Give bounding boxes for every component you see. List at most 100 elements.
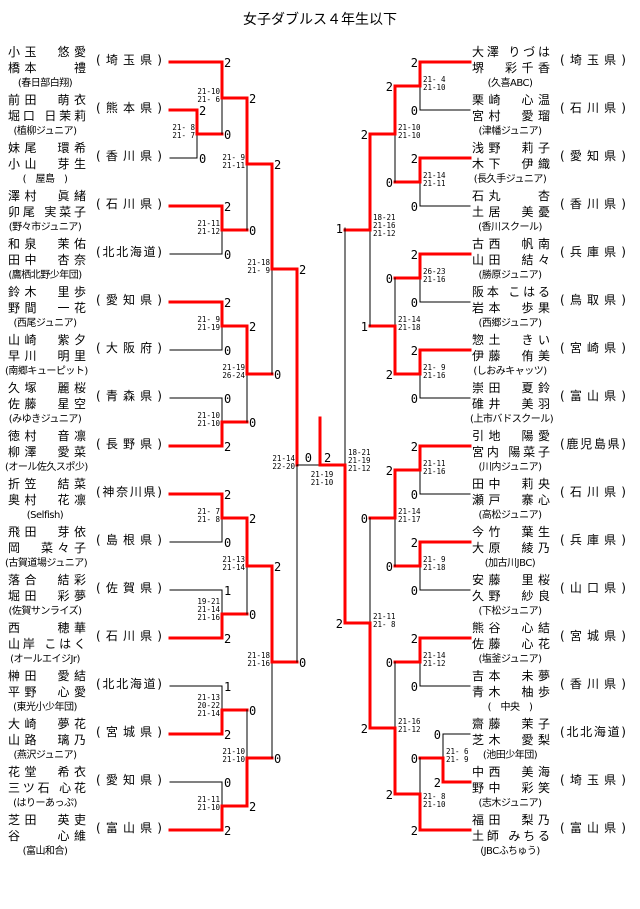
player-name: 飛田 芽依 <box>8 525 86 539</box>
player-name: 岡 菜々子 <box>8 541 86 555</box>
game-score: 21- 9 <box>222 153 245 162</box>
game-score: 21-12 <box>348 464 371 473</box>
set-count: 2 <box>224 728 231 742</box>
game-score: 18-21 <box>373 213 396 222</box>
game-score: 21-10 <box>398 123 421 132</box>
player-name: 田中 杏奈 <box>8 253 86 267</box>
set-count: 0 <box>299 656 306 670</box>
club-name: (佐賀サンライズ) <box>8 606 82 617</box>
game-score: 21- 9 <box>446 755 469 764</box>
set-count: 2 <box>224 824 231 838</box>
set-count: 2 <box>249 512 256 526</box>
game-score: 21- 8 <box>172 123 195 132</box>
player-name: 澤村 眞緒 <box>8 189 86 203</box>
player-name: 小山 芽生 <box>8 157 86 171</box>
set-count: 2 <box>274 158 281 172</box>
set-count: 2 <box>411 152 418 166</box>
player-name: 早川 明里 <box>8 349 86 363</box>
right-team-entry: 田中 莉央瀬戸 寨心(高松ジュニア)(石川県) <box>468 477 638 525</box>
set-count: 2 <box>386 368 393 382</box>
game-score: 21-10 <box>197 803 220 812</box>
club-name: ( 中央 ) <box>487 702 533 713</box>
right-team-entry: 熊谷 心結佐藤 心花(塩釜ジュニア)(宮城県) <box>468 621 638 669</box>
club-name: (勝原ジュニア) <box>478 270 542 281</box>
set-count: 2 <box>274 560 281 574</box>
player-name: 浅野 莉子 <box>472 141 550 155</box>
club-name: (津幡ジュニア) <box>478 126 542 137</box>
player-name: 山崎 紫夕 <box>8 333 86 347</box>
player-name: 野中 彩笑 <box>472 781 550 795</box>
game-score: 21-14 <box>197 709 220 718</box>
game-score: 21-10 <box>197 411 220 420</box>
player-name: 折笠 結菜 <box>8 477 86 491</box>
club-name: (塩釜ジュニア) <box>478 654 542 665</box>
club-name: (Selfish) <box>26 510 64 521</box>
set-count: 2 <box>336 617 343 631</box>
game-score: 20-22 <box>197 701 220 710</box>
club-name: (南郷キューピット) <box>5 366 88 377</box>
set-count: 2 <box>411 344 418 358</box>
club-name: (春日部白翔) <box>17 78 73 89</box>
set-count: 2 <box>224 488 231 502</box>
prefecture: (石川県) <box>560 485 626 499</box>
game-score: 21-11 <box>423 179 446 188</box>
set-count: 2 <box>249 92 256 106</box>
club-name: (はりーあっぷ) <box>13 798 77 809</box>
player-name: 柳澤 愛菜 <box>8 445 86 459</box>
game-score: 21- 8 <box>373 620 396 629</box>
set-count: 2 <box>224 632 231 646</box>
player-name: 堀田 彩夢 <box>8 589 86 603</box>
left-team-entry: 花堂 希衣三ツ石 心花(はりーあっぷ)(愛知県) <box>0 765 170 813</box>
game-score: 22-20 <box>272 462 295 471</box>
set-count: 2 <box>249 800 256 814</box>
set-count: 2 <box>386 788 393 802</box>
set-count: 2 <box>434 776 441 790</box>
game-score: 21- 9 <box>247 266 270 275</box>
player-name: 奥村 花凛 <box>8 493 86 507</box>
left-team-entry: 西 穂華山岸 こはく(オールエイジJr)(石川県) <box>0 621 170 669</box>
game-score: 21- 8 <box>197 515 220 524</box>
player-name: 前田 萌衣 <box>8 93 86 107</box>
club-name: (下松ジュニア) <box>478 606 542 617</box>
club-name: (JBCふちゅう) <box>480 846 540 857</box>
player-name: 大澤 りづは <box>472 45 550 59</box>
game-score: 21- 9 <box>423 555 446 564</box>
club-name: (川内ジュニア) <box>478 462 542 473</box>
game-score: 21-16 <box>423 275 446 284</box>
club-name: (加古川JBC) <box>484 558 536 569</box>
player-name: 久野 紗良 <box>472 589 550 603</box>
right-team-entry: 惣土 きい伊藤 侑美(しおみキャッツ)(宮崎県) <box>468 333 638 381</box>
right-team-entry: 福田 梨乃土師 みちる(JBCふちゅう)(富山県) <box>468 813 638 861</box>
player-name: 阪本 こはる <box>472 285 550 299</box>
game-score: 21- 6 <box>197 95 220 104</box>
game-score: 21- 6 <box>446 747 469 756</box>
set-count: 0 <box>274 752 281 766</box>
game-score: 21-16 <box>247 659 270 668</box>
game-score: 21-10 <box>197 419 220 428</box>
right-team-entry: 石丸 杏土居 美憂(香川スクール)(香川県) <box>468 189 638 237</box>
player-name: 芝田 英吏 <box>8 813 86 827</box>
left-team-entry: 妹尾 環希小山 芽生( 屋島 )(香川県) <box>0 141 170 189</box>
set-count: 2 <box>386 80 393 94</box>
player-name: 古西 帆南 <box>472 237 550 251</box>
game-score: 21-19 <box>348 456 371 465</box>
prefecture: (鹿児島県) <box>560 437 626 451</box>
right-team-entry: 中西 美海野中 彩笑(志木ジュニア)(埼玉県) <box>468 765 638 813</box>
prefecture: (富山県) <box>96 821 162 835</box>
prefecture: (埼玉県) <box>560 773 626 787</box>
set-count: 0 <box>411 752 418 766</box>
player-name: 和泉 茉佑 <box>8 237 86 251</box>
game-score: 21-14 <box>398 507 421 516</box>
club-name: ( 屋島 ) <box>22 174 68 185</box>
set-count: 1 <box>361 320 368 334</box>
set-count: 2 <box>386 464 393 478</box>
game-score: 21-12 <box>197 227 220 236</box>
player-name: 大原 綾乃 <box>472 541 550 555</box>
prefecture: (富山県) <box>560 389 626 403</box>
game-score: 21- 4 <box>423 75 446 84</box>
set-count: 0 <box>411 584 418 598</box>
prefecture: (埼玉県) <box>96 53 162 67</box>
player-name: 碓井 美羽 <box>472 397 550 411</box>
player-name: 石丸 杏 <box>472 189 550 203</box>
player-name: 三ツ石 心花 <box>8 781 86 795</box>
